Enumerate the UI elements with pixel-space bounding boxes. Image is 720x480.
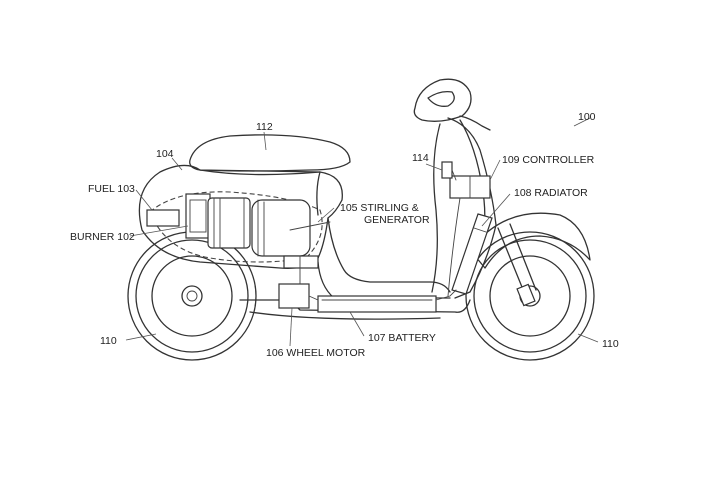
handlebar bbox=[413, 78, 491, 131]
wheel-motor bbox=[278, 283, 310, 309]
label-rear-wheel: 110 bbox=[100, 335, 117, 347]
label-body: 104 bbox=[156, 148, 174, 160]
label-fuel: FUEL 103 bbox=[88, 183, 135, 195]
label-seat: 112 bbox=[256, 121, 273, 133]
label-stirling-line1: 105 STIRLING & bbox=[340, 202, 419, 214]
stirling-generator bbox=[207, 197, 319, 269]
sensor bbox=[441, 161, 453, 179]
leader-lines bbox=[125, 117, 599, 347]
label-wheel-motor: 106 WHEEL MOTOR bbox=[266, 347, 366, 359]
rear-body bbox=[138, 164, 343, 270]
label-stirling-line2: GENERATOR bbox=[364, 214, 430, 226]
fuel-tank bbox=[146, 209, 180, 227]
radiator bbox=[451, 213, 493, 295]
label-sensor: 114 bbox=[412, 152, 429, 164]
front-wheel bbox=[465, 231, 595, 361]
label-battery: 107 BATTERY bbox=[368, 332, 436, 344]
front-fork bbox=[497, 223, 537, 307]
wiring bbox=[289, 169, 471, 301]
battery bbox=[317, 295, 437, 313]
label-burner: BURNER 102 bbox=[70, 231, 135, 243]
label-front-wheel: 110 bbox=[602, 338, 619, 350]
rear-wheel bbox=[127, 231, 257, 361]
seat bbox=[189, 134, 351, 176]
label-controller: 109 CONTROLLER bbox=[502, 154, 595, 166]
front-fender bbox=[469, 212, 591, 269]
label-radiator: 108 RADIATOR bbox=[514, 187, 588, 199]
engine-enclosure bbox=[149, 191, 323, 263]
label-figure-ref: 100 bbox=[578, 111, 596, 123]
burner bbox=[185, 193, 211, 239]
